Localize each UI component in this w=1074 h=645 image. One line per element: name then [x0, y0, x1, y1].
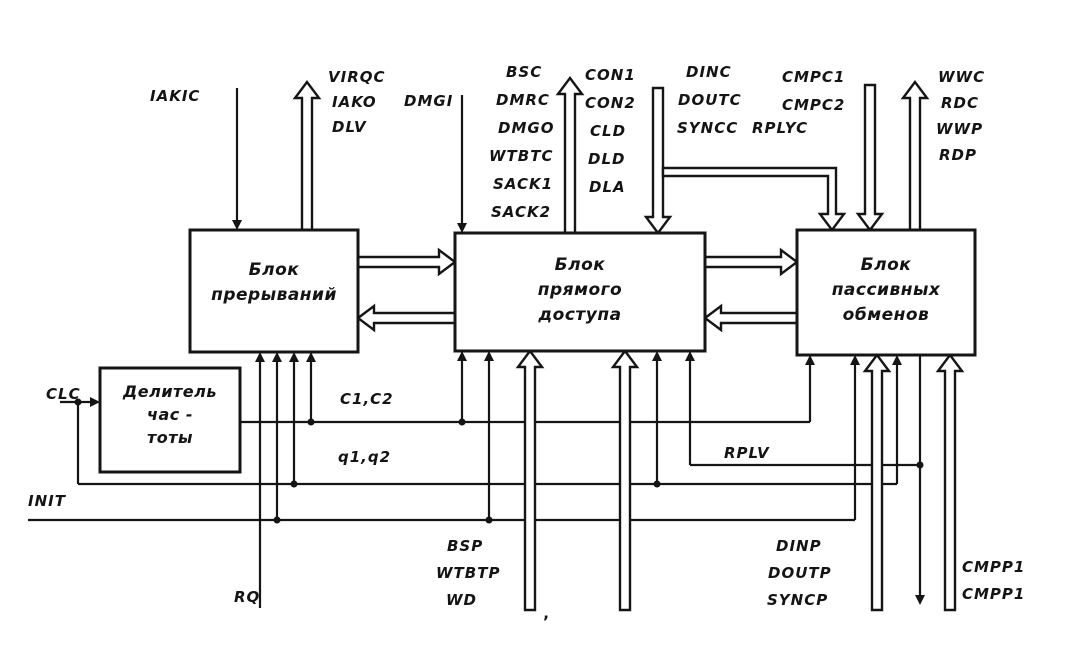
- signal-label-rdc: RDC: [941, 94, 980, 112]
- signal-label-q1q2: q1,q2: [338, 448, 392, 466]
- bus-interrupt-to-dma: [356, 247, 457, 277]
- signal-label-iako: IAKO: [332, 93, 377, 111]
- signal-label-con1: CON1: [585, 66, 636, 84]
- bus-interrupt-out-up: [292, 80, 322, 232]
- bus-arrows: [292, 76, 965, 612]
- signal-label-dmgo: DMGO: [498, 119, 555, 137]
- passive-block-label: Блок пассивных обменов: [797, 253, 975, 328]
- signal-label-wtbtc: WTBTC: [489, 147, 554, 165]
- signal-label-dmgi: DMGI: [404, 92, 454, 110]
- dma-block-line3: доступа: [538, 305, 622, 325]
- interrupt-block-line1: Блок: [248, 260, 300, 280]
- signal-label-wd: WD: [446, 591, 477, 609]
- dma-block-label: Блок прямого доступа: [455, 253, 705, 328]
- signal-label-iakic: IAKIC: [150, 87, 201, 105]
- signal-label-virqc: VIRQC: [328, 68, 386, 86]
- dma-block-line2: прямого: [537, 280, 623, 300]
- signal-label-wwc: WWC: [938, 68, 986, 86]
- bus-passive-out-up: [900, 80, 930, 232]
- bus-passive-to-dma: [703, 303, 799, 333]
- signal-label-doutc: DOUTC: [678, 91, 742, 109]
- divider-block-label: Делитель час - тоты: [100, 380, 240, 449]
- signal-label-cmpp1b: CMPP1: [962, 585, 1026, 603]
- signal-label-dla: DLA: [589, 178, 626, 196]
- signal-label-sack1: SACK1: [493, 175, 554, 193]
- signal-label-dinp: DINP: [776, 537, 822, 555]
- signal-label-wwp: WWP: [936, 120, 984, 138]
- signal-label-syncc: SYNCC: [677, 119, 739, 137]
- dma-block-line1: Блок: [554, 255, 606, 275]
- bus-dma-to-interrupt: [356, 303, 457, 333]
- signal-label-doutp: DOUTP: [768, 564, 832, 582]
- bus-dinp-in-up: [862, 353, 892, 612]
- signal-label-dld: DLD: [588, 150, 626, 168]
- signal-label-cmpp1a: CMPP1: [962, 558, 1026, 576]
- bus-rplyc-elbow: [661, 166, 847, 232]
- wire-arrowheads: [90, 220, 925, 605]
- bus-dma-in-up: [610, 349, 640, 612]
- divider-block-line2: час -: [147, 405, 193, 424]
- bus-cmpc-in-down: [855, 83, 885, 232]
- bus-bsp-in-up: [515, 349, 545, 612]
- passive-block-box: [795, 228, 977, 357]
- divider-block-line1: Делитель: [123, 382, 217, 401]
- signal-label-cmpc1: CMPC1: [782, 68, 846, 86]
- signal-label-rplv: RPLV: [724, 444, 770, 462]
- signal-label-bsp: BSP: [447, 537, 484, 555]
- interrupt-block-box: [188, 228, 360, 354]
- signal-label-dmrc: DMRC: [496, 91, 550, 109]
- passive-block-line1: Блок: [860, 255, 912, 275]
- signal-label-bsc: BSC: [506, 63, 543, 81]
- passive-block-line2: пассивных: [831, 280, 941, 300]
- signal-label-syncp: SYNCP: [767, 591, 829, 609]
- signal-label-con2: CON2: [585, 94, 636, 112]
- stray-mark: ’: [543, 612, 550, 631]
- blocks: [98, 228, 977, 474]
- signal-label-rplyc: RPLYC: [752, 119, 809, 137]
- junction-dots: [74, 398, 924, 524]
- signal-label-init: INIT: [28, 492, 66, 510]
- bus-dma-in-down: [643, 86, 673, 235]
- signal-label-c1c2: C1,C2: [340, 390, 394, 408]
- interrupt-block-line2: прерываний: [211, 285, 337, 305]
- passive-block-line3: обменов: [842, 305, 930, 325]
- signal-label-sack2: SACK2: [491, 203, 552, 221]
- signal-label-cld: CLD: [590, 122, 627, 140]
- bus-cmpp-in-up: [935, 353, 965, 612]
- dma-block-box: [453, 231, 707, 353]
- divider-block-line3: тоты: [146, 428, 193, 447]
- signal-label-rq: RQ: [234, 588, 261, 606]
- signal-label-cmpc2: CMPC2: [782, 96, 846, 114]
- signal-label-wtbtp: WTBTP: [436, 564, 501, 582]
- signal-label-dinc: DINC: [686, 63, 732, 81]
- divider-block-box: [98, 366, 242, 474]
- bus-dma-out-up: [555, 76, 585, 235]
- bus-dma-to-passive: [703, 247, 799, 277]
- signal-label-rdp: RDP: [939, 146, 977, 164]
- signal-label-dlv: DLV: [332, 118, 367, 136]
- interrupt-block-label: Блок прерываний: [190, 258, 358, 308]
- signal-label-clc: CLC: [46, 385, 81, 403]
